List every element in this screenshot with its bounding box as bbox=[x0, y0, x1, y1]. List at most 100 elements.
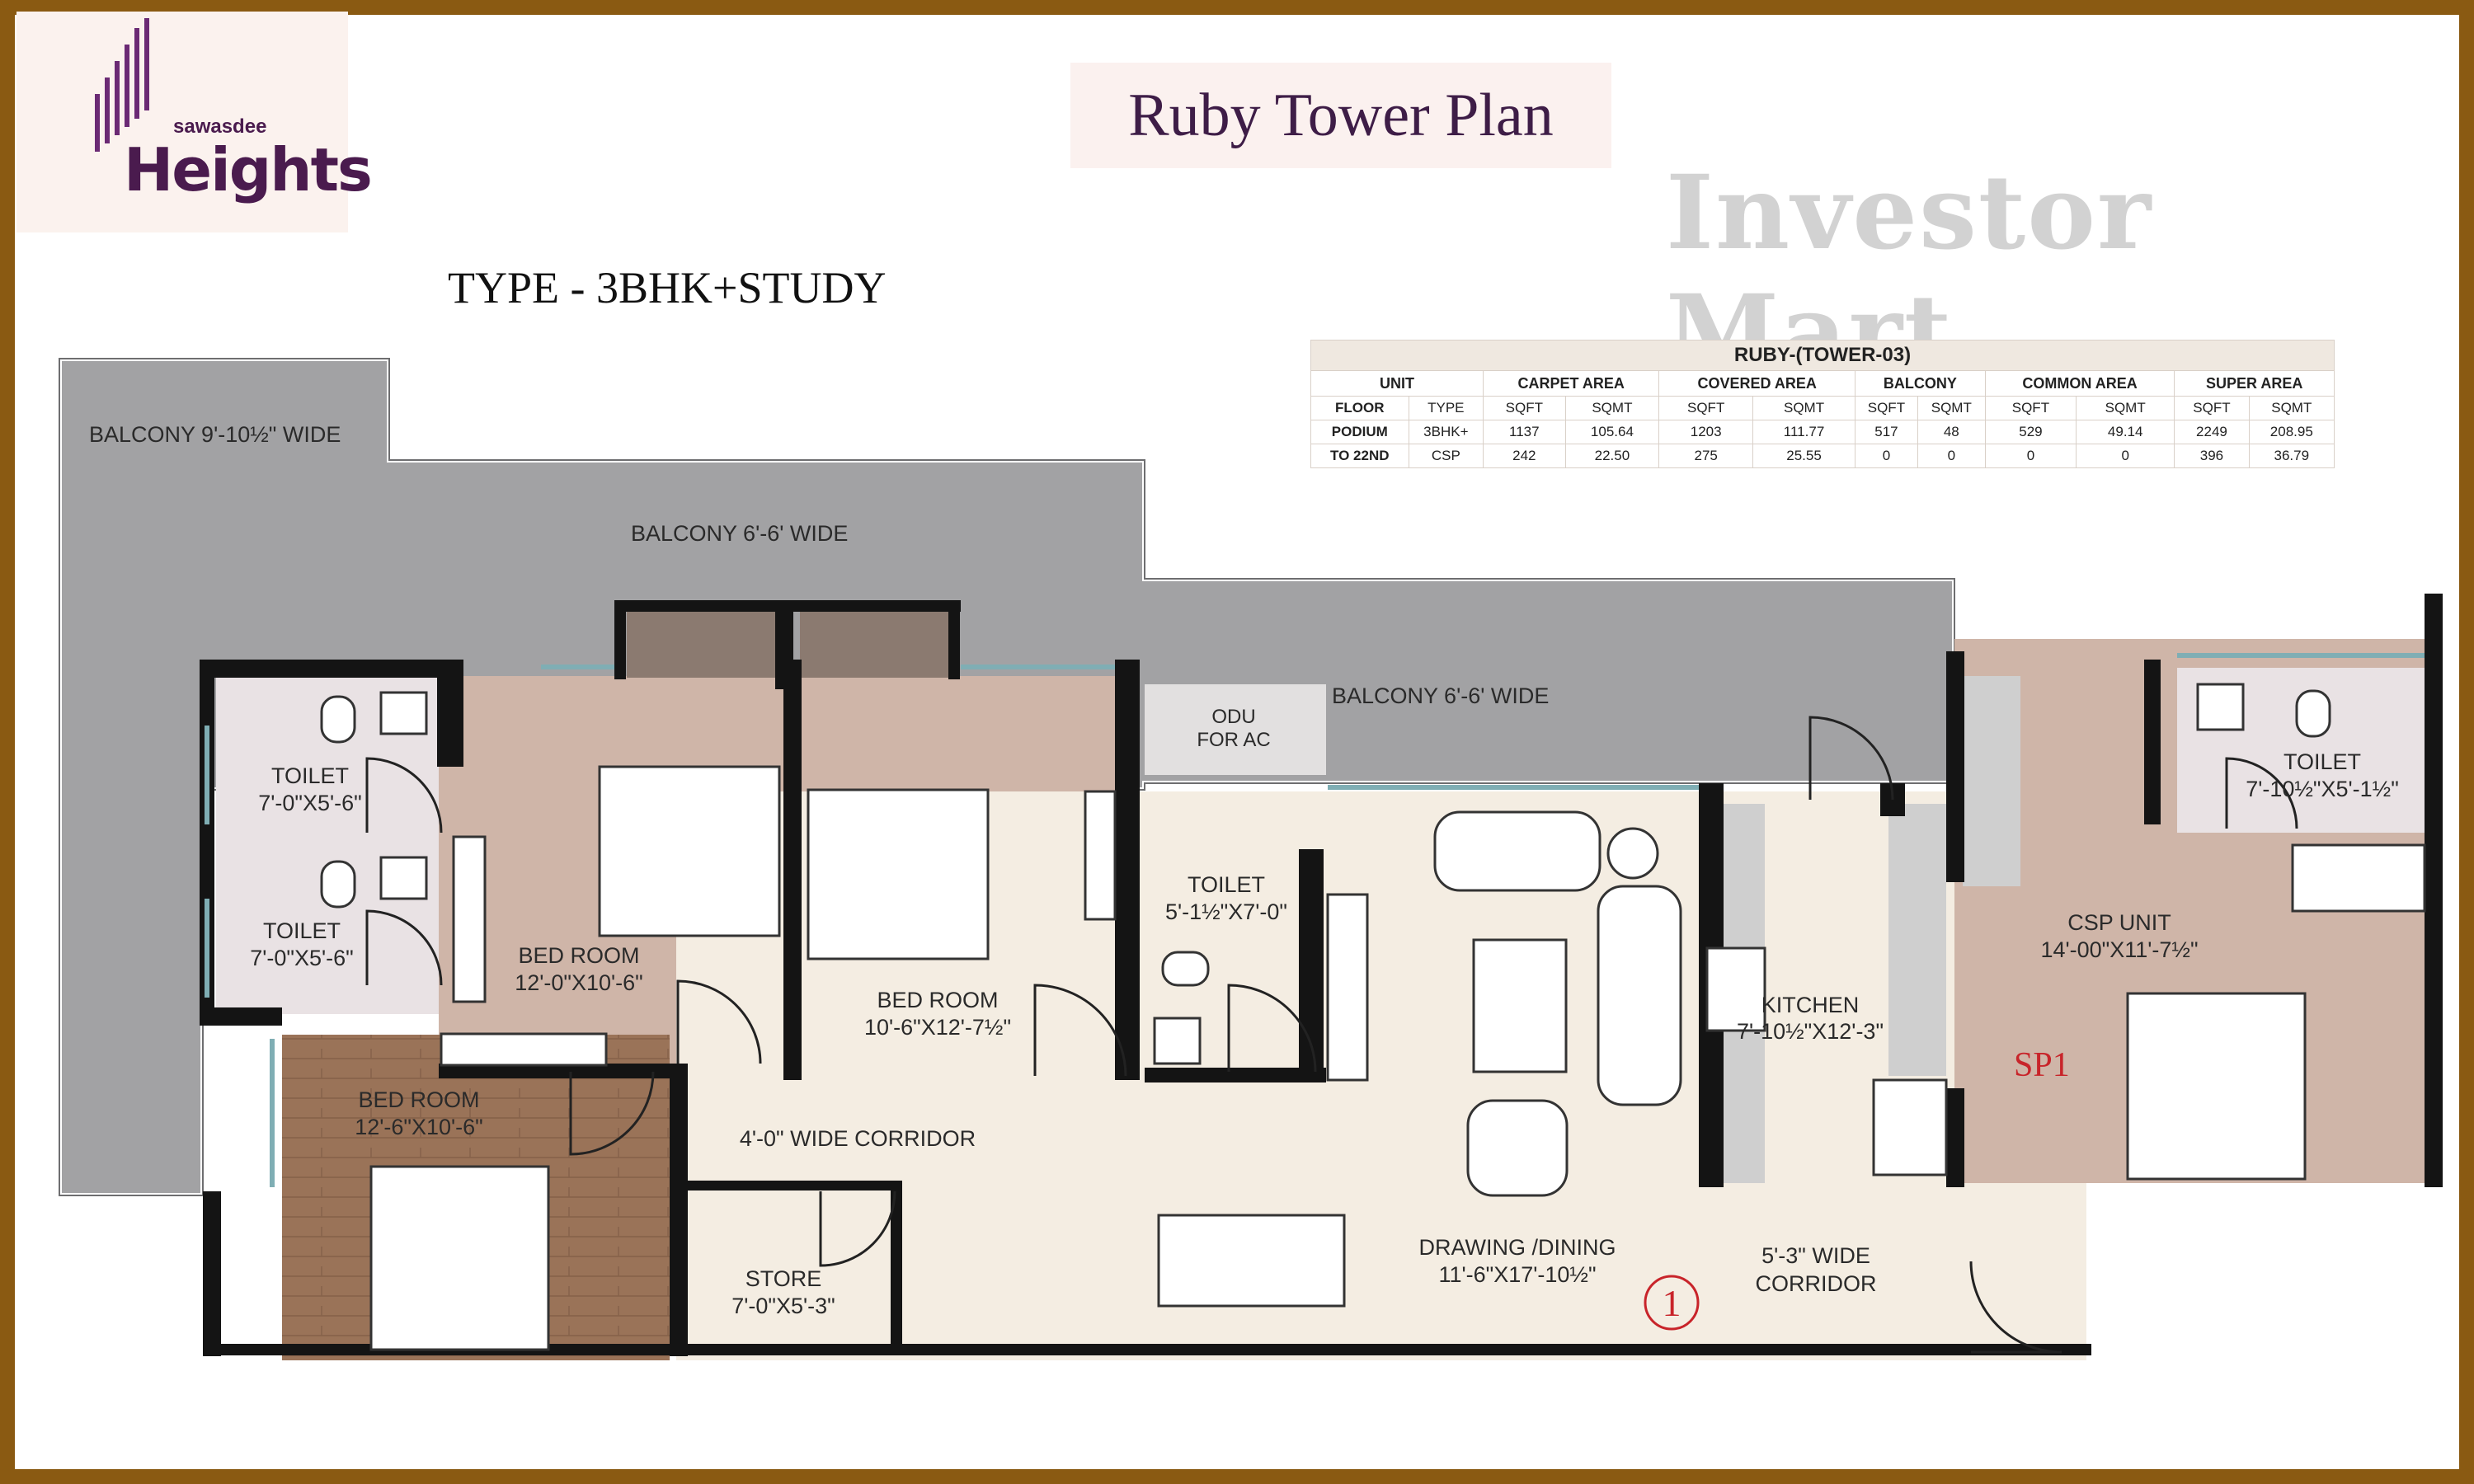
corridor-2-line2: CORRIDOR bbox=[1756, 1271, 1877, 1296]
odu-label-line2: FOR AC bbox=[1197, 729, 1270, 751]
unit-number-circle bbox=[1644, 1275, 1700, 1331]
sub-header: SQFT bbox=[1483, 396, 1566, 420]
kitchen-dim: 7'-10½"X12'-3" bbox=[1737, 1019, 1884, 1044]
coffee-table bbox=[1472, 938, 1568, 1073]
table-cell: 25.55 bbox=[1752, 444, 1856, 468]
corridor-2-line1: 5'-3" WIDE bbox=[1761, 1243, 1870, 1268]
windows bbox=[205, 653, 2425, 1187]
group-header: BALCONY bbox=[1855, 370, 1986, 397]
markers: 1 SP1 bbox=[1644, 1046, 2070, 1331]
toilet-seat bbox=[320, 695, 356, 744]
table-cell: 0 bbox=[2076, 444, 2175, 468]
bedroom-1-dim: 12'-0"X10'-6" bbox=[515, 970, 643, 995]
bed bbox=[369, 1165, 550, 1351]
rooms bbox=[216, 610, 2425, 1360]
drawing-name: DRAWING /DINING bbox=[1419, 1235, 1616, 1260]
table-cell: PODIUM bbox=[1310, 420, 1409, 444]
toilet-1-name: TOILET bbox=[271, 763, 349, 788]
toilet-csp-name: TOILET bbox=[2284, 749, 2361, 774]
bed bbox=[598, 765, 781, 937]
doors bbox=[365, 716, 2298, 1354]
table-cell: 48 bbox=[1917, 420, 1986, 444]
armchair bbox=[1466, 1099, 1569, 1197]
group-header: COMMON AREA bbox=[1984, 370, 2175, 397]
area-table-title-row: RUBY-(TOWER-03) bbox=[1310, 340, 2335, 371]
table-cell: 208.95 bbox=[2248, 420, 2335, 444]
wood-strip bbox=[800, 610, 948, 678]
bedroom-3-name: BED ROOM bbox=[358, 1087, 479, 1112]
sub-header: SQFT bbox=[2174, 396, 2250, 420]
kitchen-counter bbox=[1888, 804, 1946, 1076]
corridor-1-label: 4'-0" WIDE CORRIDOR bbox=[740, 1126, 976, 1151]
table-cell: 3BHK+ bbox=[1408, 420, 1484, 444]
toilet-seat bbox=[1161, 951, 1210, 987]
bed bbox=[2126, 992, 2307, 1181]
logo-brand-small: sawasdee bbox=[173, 115, 267, 138]
sp-label: SP1 bbox=[2014, 1046, 2070, 1084]
unit-type-label: TYPE - 3BHK+STUDY bbox=[448, 263, 887, 312]
store-floor bbox=[676, 1191, 891, 1360]
logo-mark-icon bbox=[95, 18, 149, 152]
table-cell: 111.77 bbox=[1752, 420, 1856, 444]
odu-label-line1: ODU bbox=[1211, 706, 1255, 728]
sink bbox=[1153, 1017, 1202, 1065]
sub-header: TYPE bbox=[1408, 396, 1484, 420]
table-cell: 105.64 bbox=[1564, 420, 1660, 444]
toilet-3-name: TOILET bbox=[1188, 872, 1265, 897]
drawing-dim: 11'-6"X17'-10½" bbox=[1438, 1262, 1596, 1287]
sub-header: SQFT bbox=[1658, 396, 1754, 420]
sub-header: SQMT bbox=[2248, 396, 2335, 420]
csp-unit-name: CSP UNIT bbox=[2067, 910, 2171, 935]
sub-header: FLOOR bbox=[1310, 396, 1409, 420]
toilet-seat bbox=[2295, 689, 2331, 738]
table-cell: 1137 bbox=[1483, 420, 1566, 444]
furniture bbox=[320, 683, 2426, 1351]
sofa bbox=[1597, 885, 1682, 1106]
title-banner: Ruby Tower Plan bbox=[1070, 63, 1611, 168]
odu-floor bbox=[1145, 684, 1326, 775]
room-labels: BALCONY 9'-10½" WIDE BALCONY 6'-6' WIDE … bbox=[89, 422, 2399, 1318]
csp-unit-dim: 14'-00"X11'-7½" bbox=[2040, 937, 2198, 962]
toilet-csp-dim: 7'-10½"X5'-1½" bbox=[2246, 777, 2399, 801]
area-table-group-row: UNIT CARPET AREA COVERED AREA BALCONY CO… bbox=[1310, 370, 2335, 397]
balcony-mid-label: BALCONY 6'-6' WIDE bbox=[631, 521, 848, 546]
bed bbox=[807, 788, 990, 960]
fridge bbox=[1872, 1078, 1948, 1176]
table-cell: 0 bbox=[1855, 444, 1918, 468]
csp-counter bbox=[1963, 676, 2020, 886]
dresser bbox=[2291, 843, 2426, 913]
area-table: RUBY-(TOWER-03) UNIT CARPET AREA COVERED… bbox=[1310, 340, 2335, 468]
group-header: COVERED AREA bbox=[1658, 370, 1856, 397]
table-cell: 396 bbox=[2174, 444, 2250, 468]
brand-logo: sawasdee Heights bbox=[16, 12, 373, 232]
page-title: Ruby Tower Plan bbox=[1128, 82, 1554, 149]
sink bbox=[379, 856, 428, 900]
bedroom-1-name: BED ROOM bbox=[518, 943, 639, 968]
table-cell: 275 bbox=[1658, 444, 1754, 468]
table-cell: 242 bbox=[1483, 444, 1566, 468]
sub-header: SQMT bbox=[1752, 396, 1856, 420]
toilet-seat bbox=[320, 860, 356, 909]
bedroom-3-dim: 12'-6"X10'-6" bbox=[355, 1115, 483, 1139]
table-cell: 22.50 bbox=[1564, 444, 1660, 468]
table-cell: TO 22ND bbox=[1310, 444, 1409, 468]
wardrobe bbox=[440, 1032, 608, 1067]
table-cell: 529 bbox=[1984, 420, 2077, 444]
sub-header: SQMT bbox=[1564, 396, 1660, 420]
table-row: TO 22ND CSP 242 22.50 275 25.55 0 0 0 0 … bbox=[1310, 444, 2335, 468]
toilet-2-dim: 7'-0"X5'-6" bbox=[250, 946, 354, 970]
side-table bbox=[1606, 827, 1659, 880]
kitchen-name: KITCHEN bbox=[1761, 993, 1860, 1017]
stove bbox=[1705, 946, 1766, 1032]
balcony-east-label: BALCONY 6'-6' WIDE bbox=[1332, 683, 1549, 708]
wardrobe bbox=[1084, 790, 1117, 921]
table-cell: 0 bbox=[1984, 444, 2077, 468]
sub-header: SQFT bbox=[1855, 396, 1918, 420]
bedroom-2-name: BED ROOM bbox=[877, 988, 998, 1012]
sink bbox=[379, 691, 428, 735]
unit-number: 1 bbox=[1663, 1282, 1681, 1324]
dining-table bbox=[1157, 1214, 1346, 1308]
area-table-title: RUBY-(TOWER-03) bbox=[1310, 340, 2335, 371]
wardrobe bbox=[452, 835, 487, 1003]
